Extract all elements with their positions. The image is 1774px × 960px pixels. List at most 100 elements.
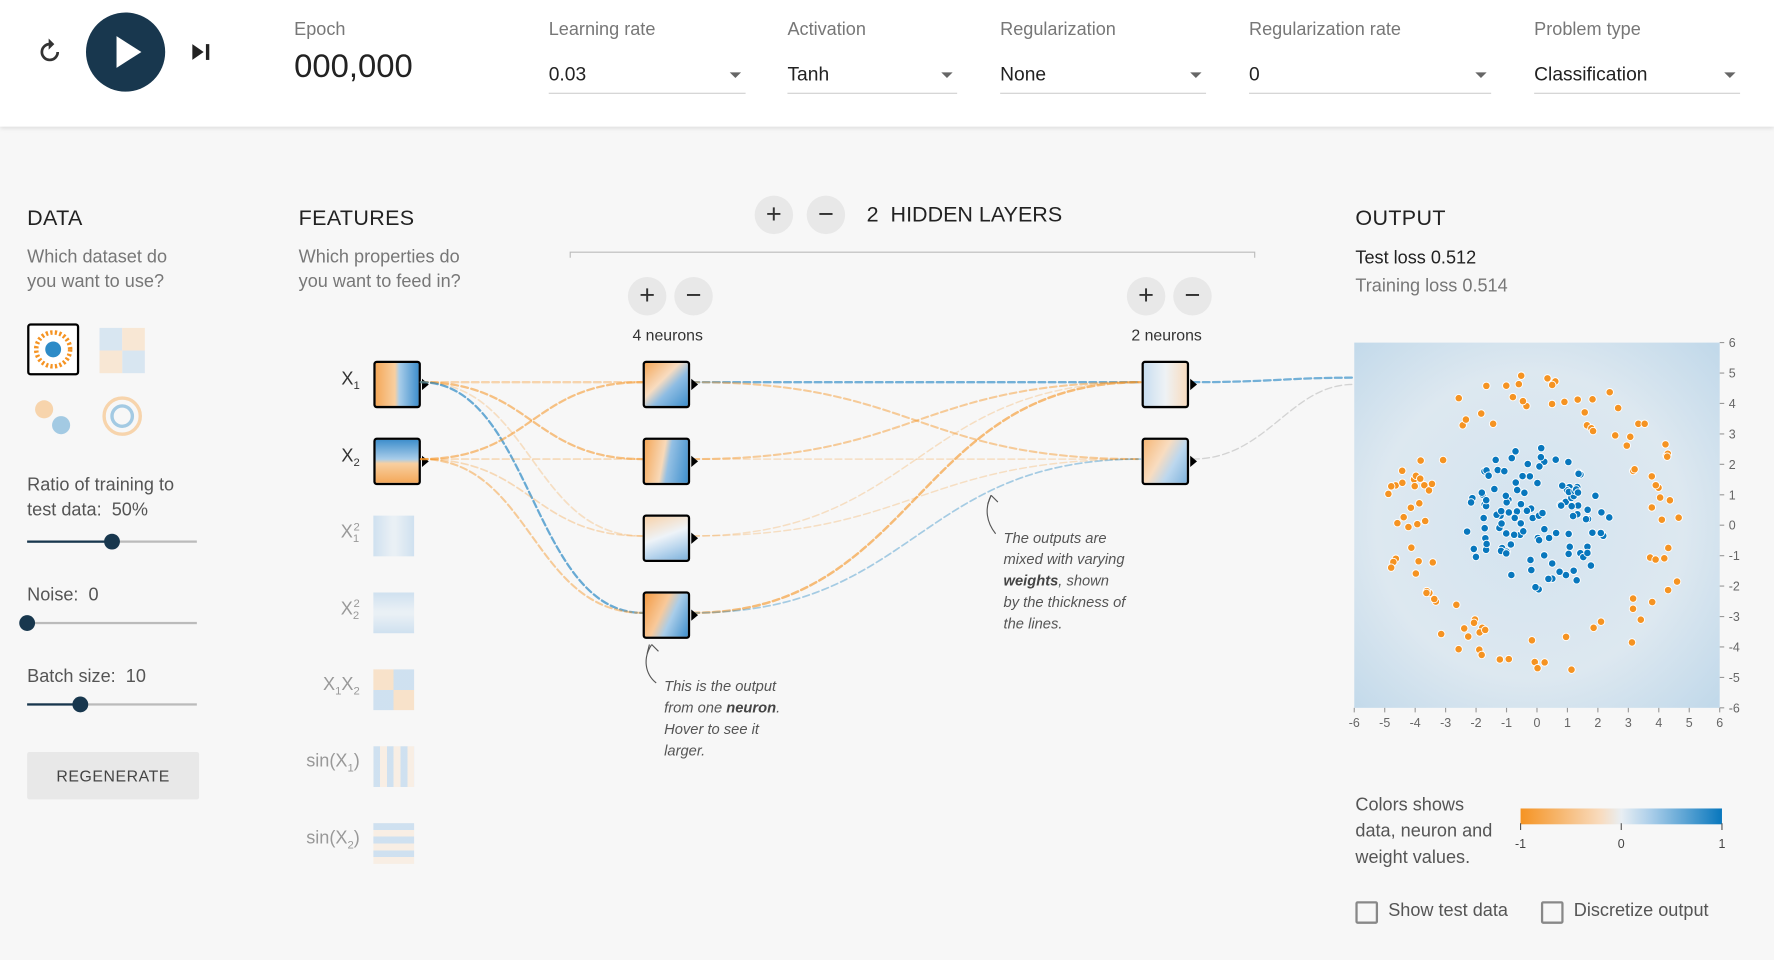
batch-slider-knob[interactable] (71, 696, 88, 713)
show-test-data-label[interactable]: Show test data (1388, 901, 1508, 921)
activation-select[interactable]: Tanh (787, 57, 958, 94)
x-tick-label: 4 (1655, 716, 1662, 730)
data-point (1648, 597, 1657, 607)
feature-label-sin-x2: sin(X2) (306, 828, 360, 852)
problem-type-select[interactable]: Classification (1534, 57, 1741, 94)
data-point (1622, 441, 1631, 450)
problem-type-label: Problem type (1534, 20, 1641, 40)
data-point (1387, 482, 1396, 491)
add-neuron-layer2-button[interactable]: + (1126, 277, 1166, 316)
data-point (1414, 557, 1423, 566)
dataset-spiral-thumb[interactable] (97, 391, 147, 441)
data-point (1416, 456, 1425, 465)
data-point (1502, 549, 1511, 558)
ratio-slider-knob[interactable] (104, 533, 120, 550)
data-point (1428, 558, 1437, 567)
data-point (1497, 519, 1506, 528)
regenerate-button[interactable]: REGENERATE (27, 751, 200, 800)
noise-value: 0 (88, 585, 99, 605)
data-point (1482, 381, 1491, 391)
legend-min: -1 (1515, 837, 1526, 851)
link-x2-h1 (419, 381, 644, 461)
data-point (1504, 508, 1514, 517)
regularization-rate-select[interactable]: 0 (1249, 57, 1492, 94)
link-h2-o1 (691, 381, 1142, 461)
feature-sin-x1-node[interactable] (373, 746, 415, 787)
noise-slider-knob[interactable] (19, 615, 36, 631)
dataset-gauss-thumb[interactable] (27, 391, 77, 441)
data-point (1674, 513, 1683, 522)
data-point (1551, 528, 1561, 538)
dataset-xor-thumb[interactable] (97, 326, 147, 376)
remove-layer-button[interactable]: − (806, 195, 846, 235)
feature-x2-node[interactable] (373, 437, 429, 486)
data-point (1573, 488, 1583, 497)
data-point (1469, 618, 1479, 628)
data-point (1511, 447, 1520, 456)
dataset-circle-thumb[interactable] (27, 323, 80, 376)
data-point (1567, 665, 1576, 674)
show-test-data-checkbox[interactable] (1355, 901, 1379, 924)
data-point (1551, 455, 1560, 464)
discretize-output-label[interactable]: Discretize output (1573, 901, 1709, 921)
hidden-neuron-1-2[interactable] (642, 437, 699, 486)
step-icon[interactable] (188, 38, 215, 65)
data-point (1480, 524, 1489, 533)
feature-label-x1: X1 (341, 369, 360, 393)
data-point (1660, 554, 1669, 563)
annotation-line: the lines. (1003, 615, 1063, 633)
hidden-neuron-1-1[interactable] (642, 360, 699, 409)
hidden-neuron-1-3[interactable] (642, 514, 699, 562)
data-point (1661, 440, 1670, 449)
data-point (1526, 555, 1535, 565)
feature-x1x2-node[interactable] (373, 669, 415, 711)
y-tick-label: 3 (1729, 427, 1736, 441)
add-neuron-layer1-button[interactable]: + (627, 277, 667, 316)
data-point (1527, 636, 1537, 645)
data-point (1430, 594, 1439, 604)
remove-neuron-layer2-button[interactable]: − (1173, 277, 1212, 316)
learning-rate-select[interactable]: 0.03 (548, 57, 746, 94)
noise-label: Noise: 0 (27, 583, 98, 608)
reset-icon[interactable] (34, 36, 66, 68)
feature-sin-x2-node[interactable] (373, 823, 415, 864)
feature-x1-node[interactable] (373, 360, 429, 409)
play-button[interactable] (85, 12, 166, 92)
regularization-select[interactable]: None (1000, 57, 1207, 94)
data-point (1516, 519, 1525, 528)
data-point (1663, 585, 1673, 595)
data-point (1507, 453, 1516, 463)
data-point (1536, 452, 1546, 462)
data-point (1630, 465, 1639, 474)
remove-neuron-layer1-button[interactable]: − (674, 277, 713, 316)
ratio-slider[interactable] (27, 533, 197, 550)
hidden-neuron-2-2[interactable] (1141, 437, 1197, 486)
data-point (1531, 583, 1540, 592)
data-point (1411, 569, 1421, 578)
hidden-neuron-2-1[interactable] (1141, 360, 1197, 409)
batch-slider[interactable] (27, 696, 197, 713)
add-layer-button[interactable]: + (754, 195, 794, 235)
data-point (1454, 645, 1463, 654)
feature-x1-squared-node[interactable] (373, 515, 415, 557)
data-point (1477, 409, 1486, 418)
data-point (1406, 503, 1416, 512)
batch-slider-fill (27, 703, 80, 706)
data-point (1583, 505, 1592, 515)
annotation-bold: weights (1003, 572, 1059, 590)
y-tick-label: 2 (1729, 458, 1736, 472)
data-point (1605, 388, 1614, 397)
annotation-line: mixed with varying (1003, 550, 1125, 568)
data-point (1581, 514, 1591, 524)
data-subtitle-line: you want to use? (27, 272, 165, 292)
noise-slider[interactable] (19, 615, 197, 631)
output-arrow-icon (691, 609, 699, 621)
feature-x2-squared-node[interactable] (373, 592, 415, 634)
data-point (1540, 658, 1549, 667)
annotation-line: , shown (1058, 572, 1109, 590)
discretize-output-checkbox[interactable] (1540, 901, 1564, 924)
hidden-neuron-1-4[interactable] (642, 591, 699, 639)
x-tick-label: -1 (1501, 716, 1512, 730)
note-neuron-pointer (645, 644, 657, 684)
